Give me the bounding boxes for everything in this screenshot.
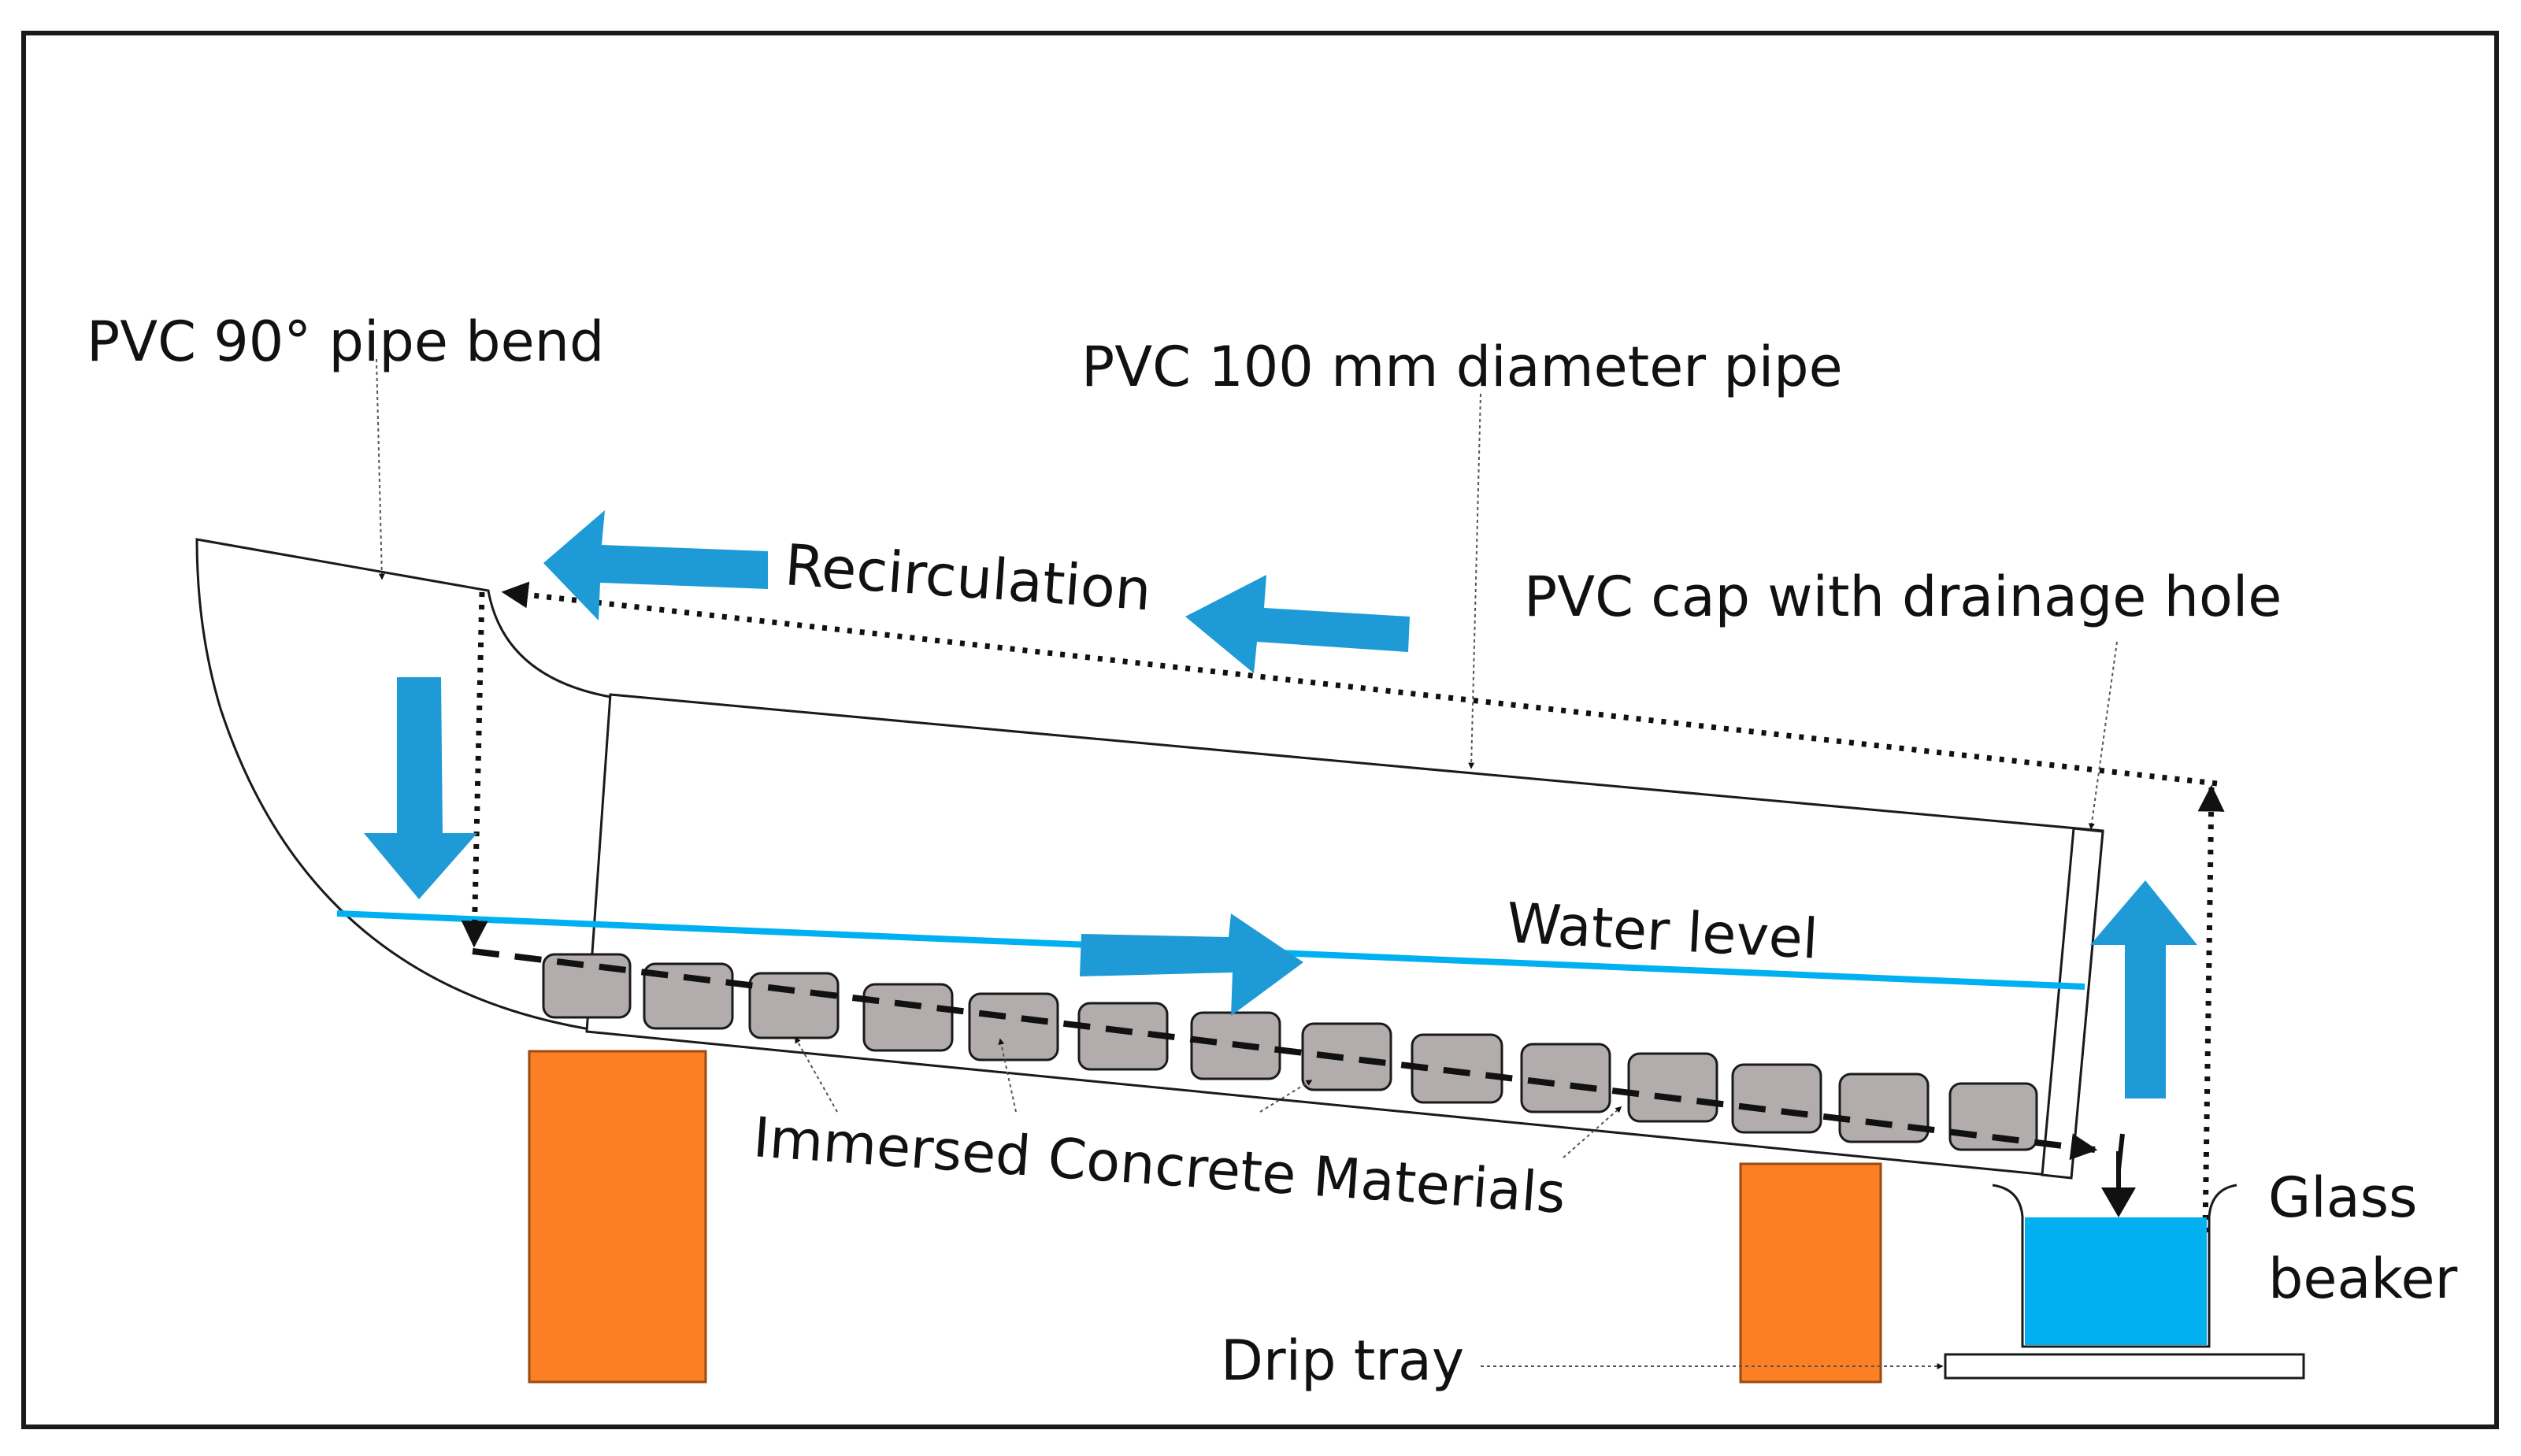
label-pipe-bend: PVC 90° pipe bend	[87, 309, 604, 374]
leader-pipe-bend	[376, 358, 385, 580]
up-flow-arrow	[2090, 880, 2197, 1098]
label-pvc-pipe: PVC 100 mm diameter pipe	[1081, 335, 1843, 399]
label-glass: Glass	[2268, 1165, 2418, 1230]
concrete-block	[968, 992, 1059, 1061]
internal-flow-dashed-line	[472, 948, 2098, 1161]
recirculation-arrow-left	[543, 510, 768, 621]
beaker-water	[2025, 1217, 2207, 1345]
recirculation-dotted-down	[461, 591, 488, 948]
left-support-block	[528, 1050, 707, 1384]
internal-flow-arrow	[1080, 913, 1303, 1016]
label-beaker: beaker	[2268, 1247, 2458, 1311]
concrete-block	[1520, 1043, 1611, 1113]
drip-tray	[1944, 1353, 2305, 1380]
right-support-block	[1739, 1162, 1882, 1384]
glass-beaker-outline	[1992, 1184, 2237, 1348]
leader-pvc-pipe	[1468, 393, 1481, 769]
concrete-block	[862, 983, 954, 1052]
concrete-block	[748, 972, 840, 1039]
concrete-block	[1301, 1022, 1392, 1091]
label-drip-tray: Drip tray	[1221, 1328, 1464, 1393]
leader-concrete-1	[795, 1036, 838, 1113]
down-flow-arrow	[364, 677, 477, 899]
pvc-cap-shape	[2041, 827, 2104, 1180]
concrete-block	[1731, 1063, 1822, 1134]
label-cap: PVC cap with drainage hole	[1524, 565, 2282, 629]
recirculation-arrow-mid	[1185, 575, 1410, 673]
concrete-block	[1838, 1073, 1930, 1143]
concrete-block	[1627, 1052, 1718, 1123]
concrete-block	[643, 962, 734, 1030]
concrete-block	[542, 953, 632, 1019]
drip-drop-arrowhead	[2101, 1187, 2136, 1217]
leader-concrete-4	[1563, 1106, 1622, 1158]
